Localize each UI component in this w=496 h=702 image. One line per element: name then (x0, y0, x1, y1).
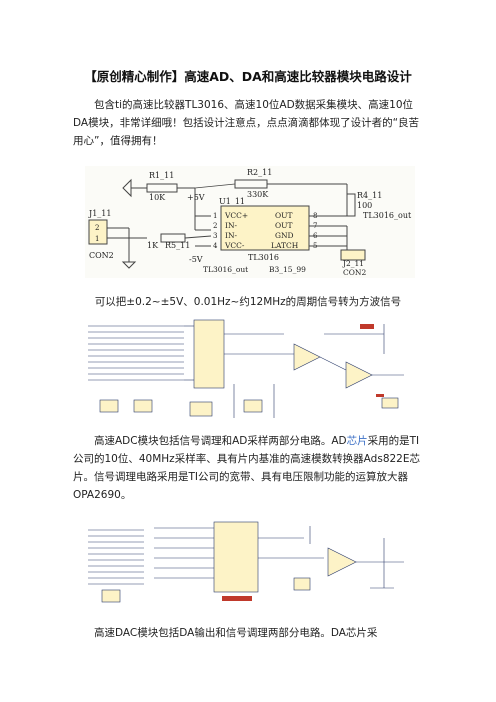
svg-text:IN-: IN- (225, 221, 238, 230)
j2-label: J2_11 (342, 259, 364, 268)
svg-text:VCC+: VCC+ (224, 211, 248, 220)
svg-text:2: 2 (95, 224, 99, 232)
r5-value: 1K (147, 241, 159, 250)
page-title: 【原创精心制作】高速AD、DA和高速比较器模块电路设计 (84, 69, 412, 84)
dac-schematic (84, 518, 410, 608)
j1-con: CON2 (89, 251, 114, 260)
minus5-label: -5V (189, 255, 203, 264)
svg-text:3: 3 (213, 232, 217, 240)
chip-name: TL3016 (248, 253, 279, 262)
adc-paragraph: 高速ADC模块包括信号调理和AD采样两部分电路。AD芯片采用的是TI公司的10位… (73, 435, 420, 501)
out-label-2: TL3016_out (203, 265, 248, 274)
svg-text:IN-: IN- (225, 231, 238, 240)
caption-1: 可以把±0.2~±5V、0.01Hz~约12MHz的周期信号转为方波信号 (94, 296, 402, 308)
ref-label: B3_15_99 (269, 265, 306, 274)
svg-text:4: 4 (213, 242, 218, 250)
r5-label: R5_11 (165, 241, 190, 250)
j2-con: CON2 (343, 268, 366, 277)
svg-text:OUT: OUT (275, 221, 292, 230)
svg-text:1: 1 (213, 212, 217, 220)
j1-label: J1_11 (88, 209, 111, 218)
out-label: TL3016_out (363, 211, 412, 220)
adc-schematic (84, 314, 410, 424)
svg-text:2: 2 (213, 222, 217, 230)
svg-text:GND: GND (275, 231, 294, 240)
r1-value: 10K (149, 193, 166, 202)
u1-label: U1_11 (219, 197, 245, 206)
intro-paragraph: 包含ti的高速比较器TL3016、高速10位AD数据采集模块、高速10位DA模块… (73, 99, 420, 147)
r4-value: 100 (357, 201, 372, 210)
r2-label: R2_11 (247, 168, 272, 177)
chip-link[interactable]: 芯片 (346, 435, 368, 447)
comparator-schematic: R1_11 10K +5V R2_11 330K U1_11 VCC+ IN- … (85, 166, 415, 278)
svg-text:1: 1 (95, 235, 99, 243)
r2-value: 330K (247, 190, 269, 199)
r1-label: R1_11 (149, 171, 174, 180)
svg-text:LATCH: LATCH (271, 241, 299, 250)
chip-box (220, 205, 310, 251)
svg-text:VCC-: VCC- (224, 241, 245, 250)
r4-label: R4_11 (357, 191, 382, 200)
plus5-label: +5V (187, 193, 205, 202)
svg-text:OUT: OUT (275, 211, 292, 220)
dac-paragraph: 高速DAC模块包括DA输出和信号调理两部分电路。DA芯片采 (94, 627, 378, 639)
